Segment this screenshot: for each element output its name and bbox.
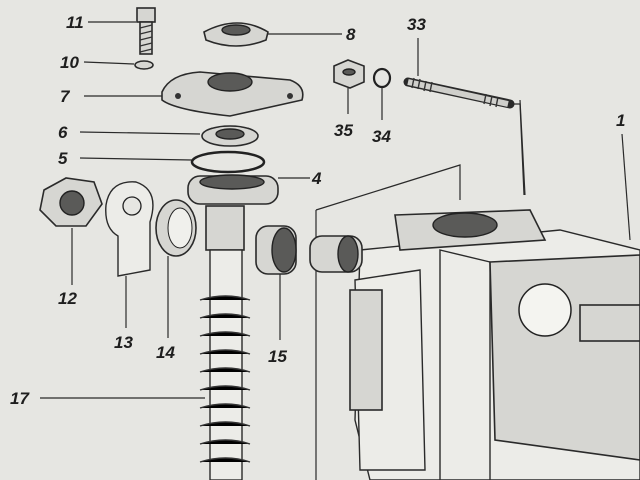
label-part-15: 15 (268, 347, 287, 366)
label-part-10: 10 (60, 53, 79, 72)
cap-part-8 (203, 22, 342, 47)
label-part-4: 4 (311, 169, 322, 188)
label-part-8: 8 (346, 25, 356, 44)
label-part-12: 12 (58, 289, 77, 308)
label-part-5: 5 (58, 149, 68, 168)
washer-part-34 (372, 67, 392, 120)
housing-part-1 (315, 99, 640, 480)
leader-line-part-1 (621, 133, 631, 241)
washer-part-10 (83, 60, 154, 70)
label-part-6: 6 (58, 123, 68, 142)
label-part-35: 35 (334, 121, 353, 140)
label-part-13: 13 (114, 333, 133, 352)
bushing-part-15 (255, 225, 363, 340)
nut-part-35 (333, 59, 365, 114)
flange-part-7 (84, 71, 304, 117)
label-part-33: 33 (407, 15, 426, 34)
ring-part-6 (79, 125, 259, 147)
label-part-34: 34 (372, 127, 391, 146)
label-part-17: 17 (10, 389, 30, 408)
ring-part-5 (79, 150, 266, 174)
bolt-part-11 (88, 7, 156, 55)
label-part-11: 11 (66, 13, 84, 32)
label-part-14: 14 (156, 343, 175, 362)
bearing-part-4 (187, 174, 310, 205)
label-part-1: 1 (616, 111, 625, 130)
ring-part-14 (155, 199, 197, 338)
label-part-7: 7 (60, 87, 71, 106)
lockwasher-part-13 (105, 181, 154, 328)
nut-part-12 (39, 177, 103, 285)
worm-shaft-part-17 (40, 205, 251, 480)
stud-part-33 (403, 38, 525, 196)
